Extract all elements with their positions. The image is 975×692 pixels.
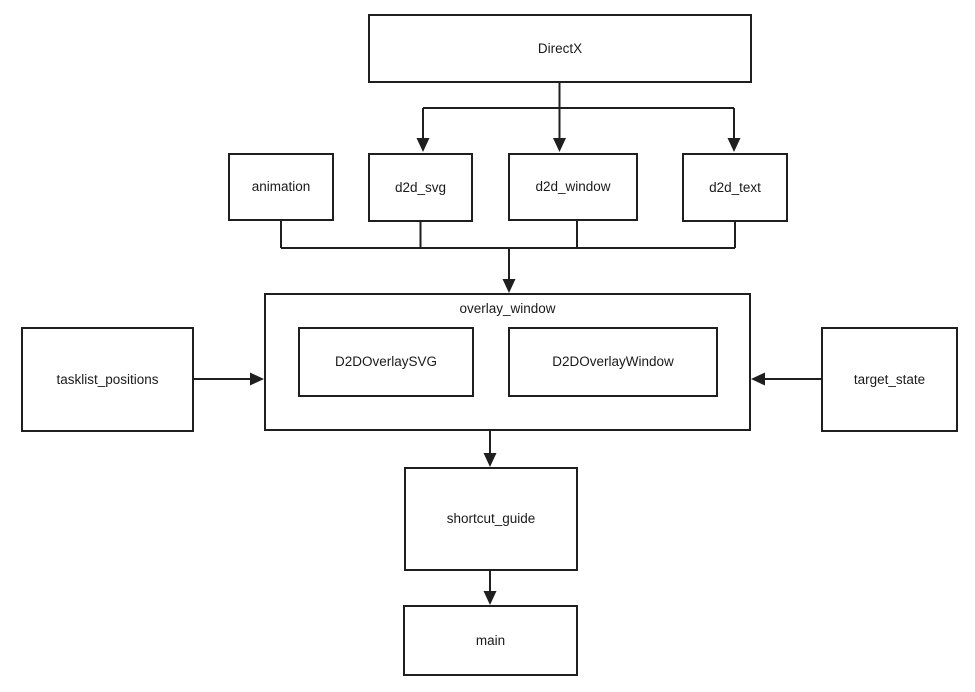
node-d2d-text-label: d2d_text: [709, 179, 761, 195]
node-main: main: [403, 605, 578, 676]
node-animation-label: animation: [251, 179, 311, 195]
edge-overlay-shortcut: [483, 431, 497, 467]
arrowhead-to-overlay-left: [250, 372, 264, 386]
node-directx: DirectX: [368, 14, 752, 83]
node-d2d-window-label: d2d_window: [535, 179, 611, 195]
node-d2d-overlay-window: D2DOverlayWindow: [508, 327, 718, 397]
edge-directx-arrowheads: [416, 138, 741, 152]
node-animation: animation: [228, 153, 334, 221]
node-d2d-svg-label: d2d_svg: [394, 179, 447, 195]
node-shortcut-guide-label: shortcut_guide: [446, 511, 536, 527]
node-main-label: main: [475, 632, 506, 648]
edge-directx-fanout: [422, 83, 735, 138]
arrowhead-to-overlay-right: [751, 372, 765, 386]
node-d2d-text: d2d_text: [682, 153, 788, 222]
edge-row2-merge: [280, 221, 736, 279]
arrowhead-to-d2dtext: [727, 138, 741, 152]
node-d2d-overlay-window-label: D2DOverlayWindow: [552, 354, 674, 370]
node-target-state-label: target_state: [853, 371, 926, 387]
node-d2d-window: d2d_window: [508, 153, 638, 221]
node-d2d-overlay-svg: D2DOverlaySVG: [298, 327, 474, 397]
node-overlay-window-label: overlay_window: [459, 301, 556, 316]
arrowhead-to-d2dsvg: [416, 138, 430, 152]
node-d2d-overlay-svg-label: D2DOverlaySVG: [334, 354, 438, 370]
arrowhead-to-main: [483, 591, 497, 605]
edge-target-overlay: [751, 372, 821, 386]
node-d2d-svg: d2d_svg: [368, 153, 473, 222]
node-tasklist-positions-label: tasklist_positions: [56, 371, 159, 387]
node-target-state: target_state: [821, 327, 958, 432]
node-shortcut-guide: shortcut_guide: [404, 467, 578, 571]
arrowhead-to-shortcut-guide: [483, 453, 497, 467]
arrowhead-to-overlay-top: [502, 279, 516, 293]
arrowhead-to-d2dwindow: [553, 138, 566, 152]
node-tasklist-positions: tasklist_positions: [21, 327, 194, 432]
node-directx-label: DirectX: [537, 40, 583, 56]
edge-shortcut-main: [483, 571, 497, 605]
edge-tasklist-overlay: [194, 372, 264, 386]
